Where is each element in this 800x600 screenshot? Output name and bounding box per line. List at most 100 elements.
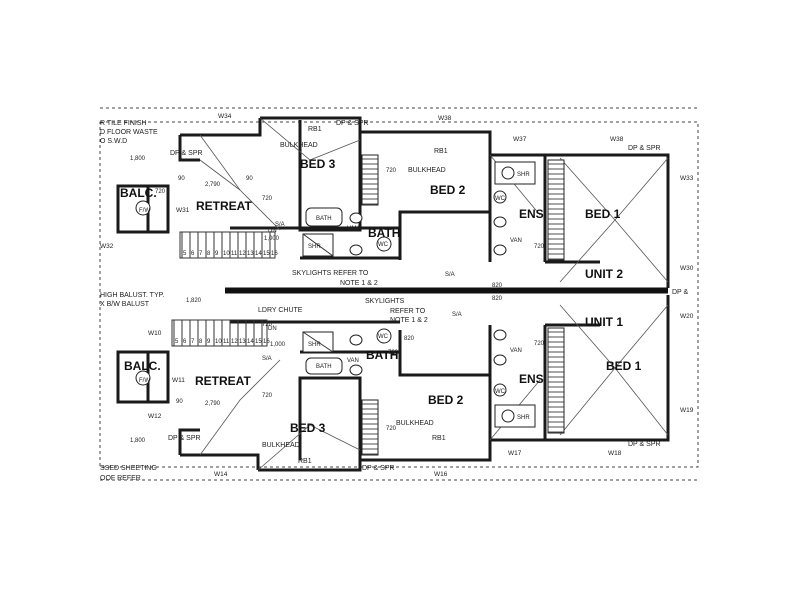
fw-icon (135, 200, 151, 216)
dim-720-ens-low: 720 (534, 341, 545, 347)
note-refer-to-u1: REFER TO (390, 308, 426, 315)
dim-90-low: 90 (176, 399, 183, 405)
window-w32: W32 (100, 243, 114, 250)
stair-number: 10 (215, 339, 222, 345)
stairs-unit2 (179, 231, 276, 259)
unit2-walls (116, 116, 670, 288)
bath-fixture-label-u1: BATH (316, 364, 332, 370)
bath-tub-icon-u1 (305, 357, 343, 375)
dim-720-ens: 720 (534, 244, 545, 250)
bulkhead-label-u2b: BULKHEAD (408, 167, 446, 174)
sa-label-u1b: S/A (452, 312, 462, 318)
window-w10: W10 (148, 330, 162, 337)
unit2-fixtures (135, 161, 536, 257)
stair-number: 15 (263, 251, 270, 257)
note-note12-u2: NOTE 1 & 2 (340, 280, 378, 287)
bulkhead-label-u2a: BULKHEAD (280, 142, 318, 149)
note-dp-spr-e: DP & SPR (362, 465, 395, 472)
dim-720-robe: 720 (386, 168, 397, 174)
window-w30: W30 (680, 265, 694, 272)
dim-1800-top: 1,800 (130, 156, 146, 162)
room-bed3-unit2: BED 3 (300, 157, 336, 171)
window-w12: W12 (148, 413, 162, 420)
note-tile-finish: R TILE FINISH (100, 120, 147, 127)
stair-number: 12 (231, 339, 238, 345)
basin-icon-2 (349, 244, 363, 256)
robe-unit1-bed3 (361, 399, 379, 456)
van-label-u2: VAN (347, 226, 359, 232)
ens-van-label-u1: VAN (510, 348, 522, 354)
room-bath-unit2: BATH (368, 226, 400, 240)
stair-number: 12 (239, 251, 246, 257)
ens-wc-icon (493, 190, 507, 204)
roof-lines (199, 117, 669, 471)
dim-1820: 1,820 (186, 298, 202, 304)
ens-van-label-u2: VAN (510, 238, 522, 244)
wc-icon (376, 236, 392, 252)
stair-number: 15 (255, 339, 262, 345)
unit1-label: UNIT 1 (585, 315, 623, 329)
dim-1800-low: 1,800 (130, 438, 146, 444)
window-w38: W38 (438, 115, 452, 122)
stair-number: 8 (207, 251, 211, 257)
unit1-walls (116, 295, 670, 472)
room-retreat-unit1: RETREAT (195, 374, 251, 388)
note-dp-spr-d: DP & SPR (628, 441, 661, 448)
note-dp-spr-a: DP & SPR (336, 120, 369, 127)
room-bed1-unit1: BED 1 (606, 359, 642, 373)
window-w17: W17 (508, 450, 522, 457)
basin-icon-u1 (349, 334, 363, 346)
ens-wc-label-u1: WC (495, 389, 506, 395)
ens-wc-icon-u1 (493, 383, 507, 397)
window-w37: W37 (513, 136, 527, 143)
dim-720-bath-low: 720 (388, 350, 399, 356)
stair-number: 8 (199, 339, 203, 345)
ens-shr-label-u1: SHR (517, 415, 530, 421)
dim-2790-top: 2,790 (205, 182, 221, 188)
wc-label-u2: WC (378, 242, 389, 248)
dim-820-b: 820 (492, 296, 503, 302)
dim-90-mid: 90 (246, 176, 253, 182)
dim-720-low2: 720 (262, 393, 273, 399)
rb1-label-u2b: RB1 (434, 148, 448, 155)
stair-number: 6 (191, 251, 195, 257)
rb1-label-u1a: RB1 (298, 458, 312, 465)
ens-basin-icon-u1 (493, 329, 507, 341)
basin-icon-u1-2 (349, 364, 363, 376)
note-bw-balust: X B/W BALUST (100, 301, 150, 308)
note-floor-waste: D FLOOR WASTE (100, 129, 158, 136)
wc-label-u1: WC (378, 334, 389, 340)
note-dp-spr-f: DP & SPR (168, 435, 201, 442)
stair-number: 6 (183, 339, 187, 345)
rb1-label-u2a: RB1 (308, 126, 322, 133)
window-w14: W14 (214, 471, 228, 478)
ens-shr-label-u2: SHR (517, 172, 530, 178)
fw-label-u2: F/W (139, 208, 150, 214)
note-dp: DP & (672, 289, 689, 296)
stair-number: 5 (175, 339, 179, 345)
dim-2790-low: 2,790 (205, 401, 221, 407)
bath-fixture-label-u2: BATH (316, 216, 332, 222)
stair-number: 11 (231, 251, 238, 257)
note-dp-spr-b: DP & SPR (628, 145, 661, 152)
window-w33: W33 (680, 175, 694, 182)
stair-number: 16 (271, 251, 278, 257)
shr-label-u1: SHR (308, 342, 321, 348)
fw-icon-u1 (135, 370, 151, 386)
dim-720-low: 720 (262, 322, 273, 328)
room-bed2-unit2: BED 2 (430, 183, 466, 197)
sa-label-u2a: S/A (275, 222, 285, 228)
fw-label-u1: F/W (139, 378, 150, 384)
room-retreat-unit2: RETREAT (196, 199, 252, 213)
note-swd: O S.W.D (100, 138, 127, 145)
bulkhead-label-u1a: BULKHEAD (262, 442, 300, 449)
note-sheeting: SSED SHEETING (100, 465, 157, 472)
stair-number: 10 (223, 251, 230, 257)
stair-number: 11 (223, 339, 230, 345)
dim-720-top: 720 (155, 189, 166, 195)
window-w16: W16 (434, 471, 448, 478)
note-high-balust: HIGH BALUST. TYP. (100, 292, 164, 299)
dim-1000-low: 1,000 (270, 342, 286, 348)
room-balc-unit1: BALC. (124, 359, 161, 373)
bulkhead-label-u1b: BULKHEAD (396, 420, 434, 427)
